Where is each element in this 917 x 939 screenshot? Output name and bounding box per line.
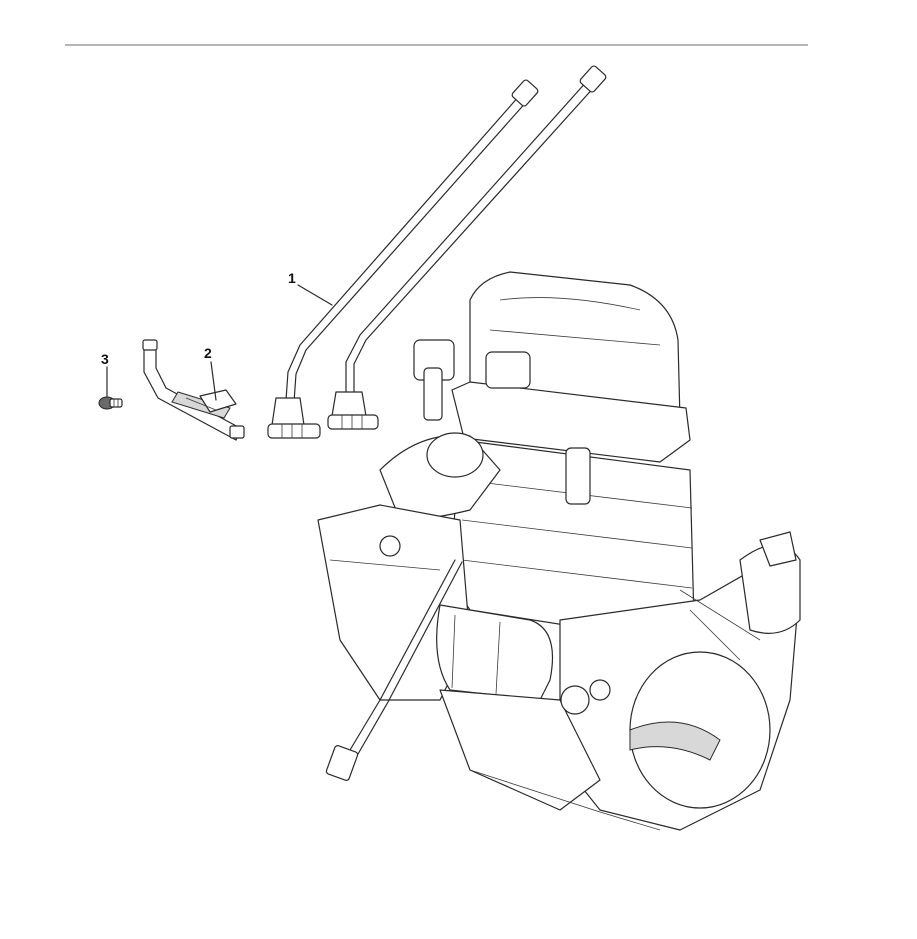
spark-plug-wire-right — [327, 65, 607, 430]
starter-cable — [349, 559, 456, 751]
callout-label-2: 2 — [204, 345, 212, 361]
spark-plug-wire-set — [267, 65, 607, 439]
cover-bolt — [565, 447, 591, 505]
leader-line-1 — [297, 284, 333, 306]
engine-assembly — [317, 271, 801, 831]
spark-plug-wire-left — [267, 79, 539, 439]
callout-label-3: 3 — [101, 351, 109, 367]
fuel-rail-assembly — [142, 339, 245, 441]
ignition-coil-center — [485, 351, 531, 389]
leader-line-2 — [210, 361, 217, 401]
screw — [98, 396, 123, 410]
callout-label-1: 1 — [288, 270, 296, 286]
